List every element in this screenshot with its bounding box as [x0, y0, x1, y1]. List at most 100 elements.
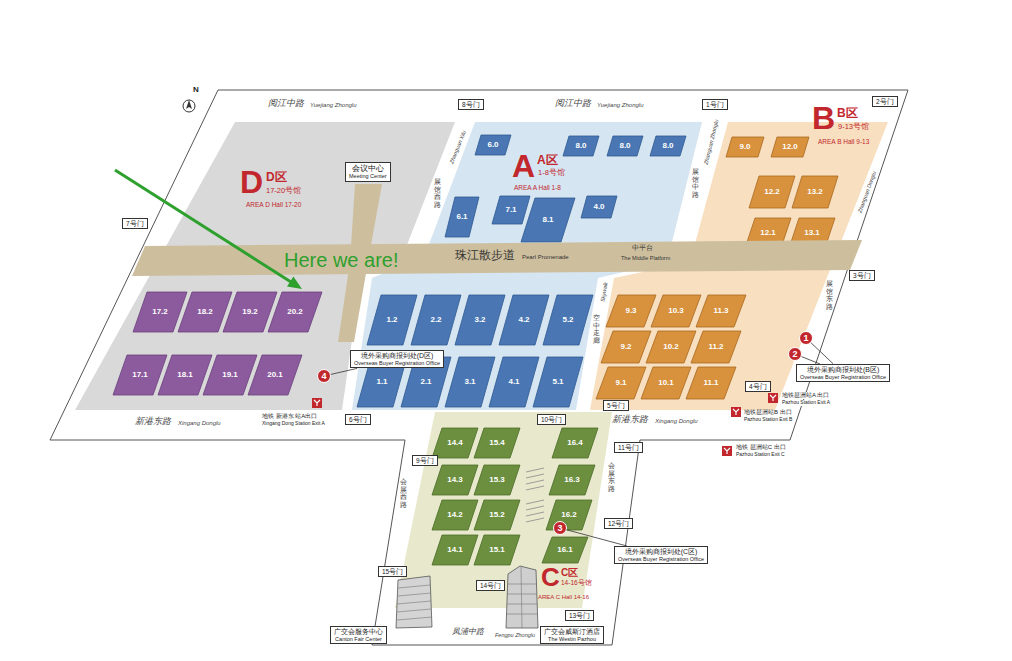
gate-box: 8号门 [458, 99, 484, 110]
area-name: B区 [837, 107, 858, 119]
road-name-en: Xingang Donglu [655, 418, 698, 425]
hall-block: 17.2 [133, 292, 187, 332]
hall-outline [499, 295, 549, 345]
gate-box: 7号门 [122, 218, 148, 229]
compass-needle [186, 100, 192, 109]
office-name-en: Overseas Buyer Registration Office [354, 360, 440, 366]
road-name: 展馆东路 [826, 280, 833, 311]
hall-number: 9.2 [620, 342, 631, 351]
compass-ring [183, 100, 195, 112]
platform-name: 中平台 [632, 244, 653, 252]
promenade-name: 珠江散步道 [455, 249, 515, 261]
hall-number: 5.1 [552, 377, 563, 386]
gate-box: 12号门 [604, 518, 633, 529]
hall-number: 9.3 [625, 306, 636, 315]
hall-outline [248, 355, 302, 395]
hall-block: 5.2 [543, 295, 593, 345]
road-name-en: Zhanguan Zhonglu [703, 119, 720, 165]
gate-name: 1号门 [706, 101, 724, 108]
hall-outline [445, 197, 479, 237]
building-name: 会议中心 [352, 164, 384, 173]
hall-block: 5.1 [533, 357, 583, 407]
gate-box: 2号门 [872, 96, 898, 107]
service-center-tower [396, 576, 432, 628]
skywalk-name-en: Skywalk [599, 282, 608, 303]
hall-block: 4.2 [499, 295, 549, 345]
building-name: 广交会威斯汀酒店 [544, 628, 600, 636]
hall-block: 8.1 [521, 198, 575, 242]
metro-exit: 地铁琶洲站B 出口 [744, 409, 792, 416]
building-name-en: Meeting Center [349, 173, 387, 179]
road-name: 展馆中路 [692, 168, 699, 199]
hall-outline [726, 137, 764, 157]
callout-circle: 4 [317, 369, 331, 383]
road-name: 会展东路 [608, 462, 615, 493]
hall-block: 15.4 [474, 428, 520, 458]
hall-number: 8.0 [619, 141, 630, 150]
gate-name: 7号门 [126, 220, 144, 227]
gate-name: 5号门 [607, 402, 625, 409]
hall-outline [792, 176, 838, 208]
area-zone-outline [395, 412, 612, 608]
hall-block: 8.0 [607, 136, 643, 156]
hall-block: 9.1 [596, 367, 646, 399]
hall-block: 10.1 [641, 367, 691, 399]
metro-icon-mark [314, 400, 320, 406]
skywalk-name: 空中走廊 [593, 314, 600, 345]
hall-block: 16.4 [552, 428, 598, 458]
gate-name: 4号门 [749, 383, 767, 390]
gate-name: 6号门 [349, 416, 367, 423]
stair-line [526, 480, 544, 484]
hall-number: 3.2 [474, 315, 485, 324]
pointer-arrow-head [287, 276, 302, 289]
callout-number: 4 [321, 372, 326, 381]
platform-name-en: The Middle Platform [621, 255, 670, 261]
promenade-band-outline [132, 240, 862, 276]
hall-block: 10.3 [651, 295, 701, 327]
leader-line [331, 368, 357, 374]
office-name: 境外采购商报到处(C区) [625, 548, 698, 556]
hall-number: 12.0 [782, 142, 798, 151]
metro-icon [731, 407, 741, 417]
office-name-en: Overseas Buyer Registration Office [618, 556, 704, 562]
metro-icon [768, 393, 778, 403]
hall-outline [641, 367, 691, 399]
hall-block: 7.1 [492, 196, 530, 224]
hall-number: 19.1 [222, 370, 238, 379]
hall-block: 20.2 [268, 292, 322, 332]
hall-outline [533, 357, 583, 407]
gate-box: 9号门 [412, 455, 438, 466]
stairs [526, 468, 544, 522]
metro-icon-box [312, 398, 322, 408]
hall-outline [474, 428, 520, 458]
road-name: 阅江中路 [268, 99, 304, 109]
hall-block: 12.0 [771, 137, 809, 157]
hall-outline [474, 535, 520, 565]
hall-outline [521, 198, 575, 242]
building-name: 广交会服务中心 [334, 628, 383, 636]
tower-stripe [397, 617, 432, 620]
hall-number: 16.1 [557, 545, 573, 554]
hall-block: 6.1 [445, 197, 479, 237]
hall-block: 19.2 [223, 292, 277, 332]
hall-number: 2.1 [420, 377, 431, 386]
hall-number: 15.1 [489, 545, 505, 554]
hall-number: 19.2 [242, 307, 258, 316]
area-name: C区 [561, 568, 578, 578]
registration-office-box: 境外采购商报到处(C区)Overseas Buyer Registration … [614, 546, 708, 564]
metro-icon-mark [733, 409, 739, 415]
hall-block: 11.2 [691, 331, 741, 363]
registration-office-box: 境外采购商报到处(B区)Overseas Buyer Registration … [796, 364, 890, 382]
hall-block: 9.3 [606, 295, 656, 327]
hall-number: 3.1 [464, 377, 475, 386]
hall-block: 18.2 [178, 292, 232, 332]
hall-outline [601, 331, 651, 363]
hall-outline [432, 465, 478, 495]
hall-number: 15.2 [489, 510, 505, 519]
hall-outline [686, 367, 736, 399]
callout-disc [800, 332, 813, 345]
hall-number: 14.3 [447, 475, 463, 484]
hall-block: 12.2 [749, 176, 795, 208]
hall-block: 15.2 [474, 500, 520, 530]
